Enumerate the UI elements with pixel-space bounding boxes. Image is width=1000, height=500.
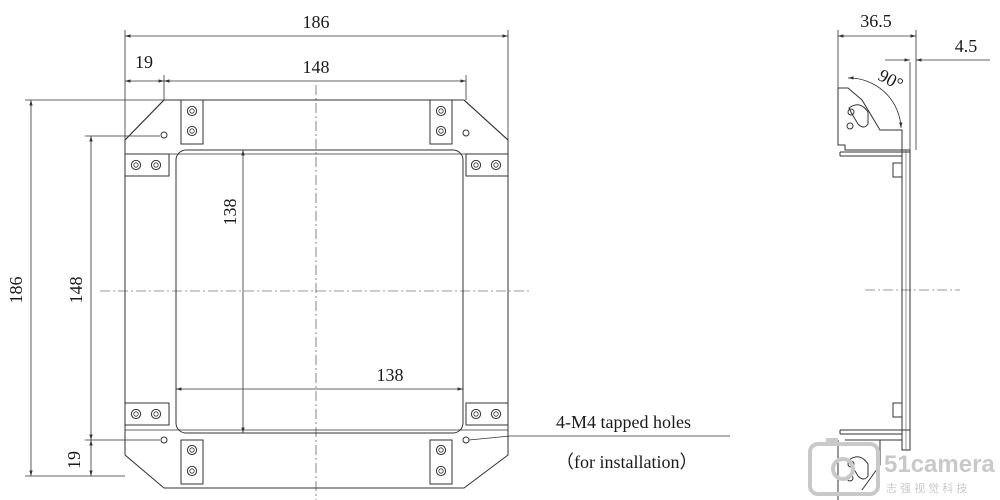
watermark-subtitle: 志 强 视 觉 科 技: [886, 481, 967, 495]
front-dimensions: [25, 30, 730, 477]
dim-window-width: 138: [377, 365, 404, 385]
bracket-top-left: [180, 99, 204, 145]
dim-top-offset: 19: [135, 52, 153, 72]
note-tapped-holes: 4-M4 tapped holes: [556, 412, 691, 432]
dim-side-depth: 36.5: [860, 11, 892, 31]
bracket-bottom-left: [180, 439, 204, 485]
dim-top-overall: 186: [303, 12, 330, 32]
watermark-logo: 51camera 志 强 视 觉 科 技: [808, 438, 995, 496]
side-view: [837, 76, 960, 500]
dim-top-inner: 148: [303, 57, 330, 77]
camera-logo-icon: [808, 438, 880, 496]
watermark-brand: 51camera: [884, 451, 995, 478]
note-for-installation: （for installation）: [556, 452, 697, 472]
bracket-left-bottom: [124, 402, 170, 426]
tapped-hole-top-left: [160, 131, 168, 139]
dim-window-height: 138: [220, 199, 240, 226]
bracket-left-top: [124, 153, 170, 177]
bracket-right-bottom: [465, 402, 509, 426]
tapped-hole-top-right: [462, 129, 470, 137]
inner-window: [175, 149, 464, 434]
tapped-hole-bottom-left: [160, 436, 168, 444]
dim-side-thickness: 4.5: [955, 36, 978, 56]
front-view: [100, 85, 530, 500]
dim-left-overall: 186: [6, 277, 26, 304]
bracket-right-top: [465, 153, 509, 177]
dim-side-angle: 90°: [875, 65, 907, 94]
side-bracket-top: [837, 87, 903, 151]
dim-left-inner: 148: [66, 277, 86, 304]
dim-left-offset: 19: [64, 451, 84, 469]
bracket-bottom-right: [429, 439, 453, 485]
bracket-top-right: [429, 99, 453, 145]
side-dimensions: [837, 30, 990, 150]
tapped-hole-bottom-right: [462, 436, 470, 444]
